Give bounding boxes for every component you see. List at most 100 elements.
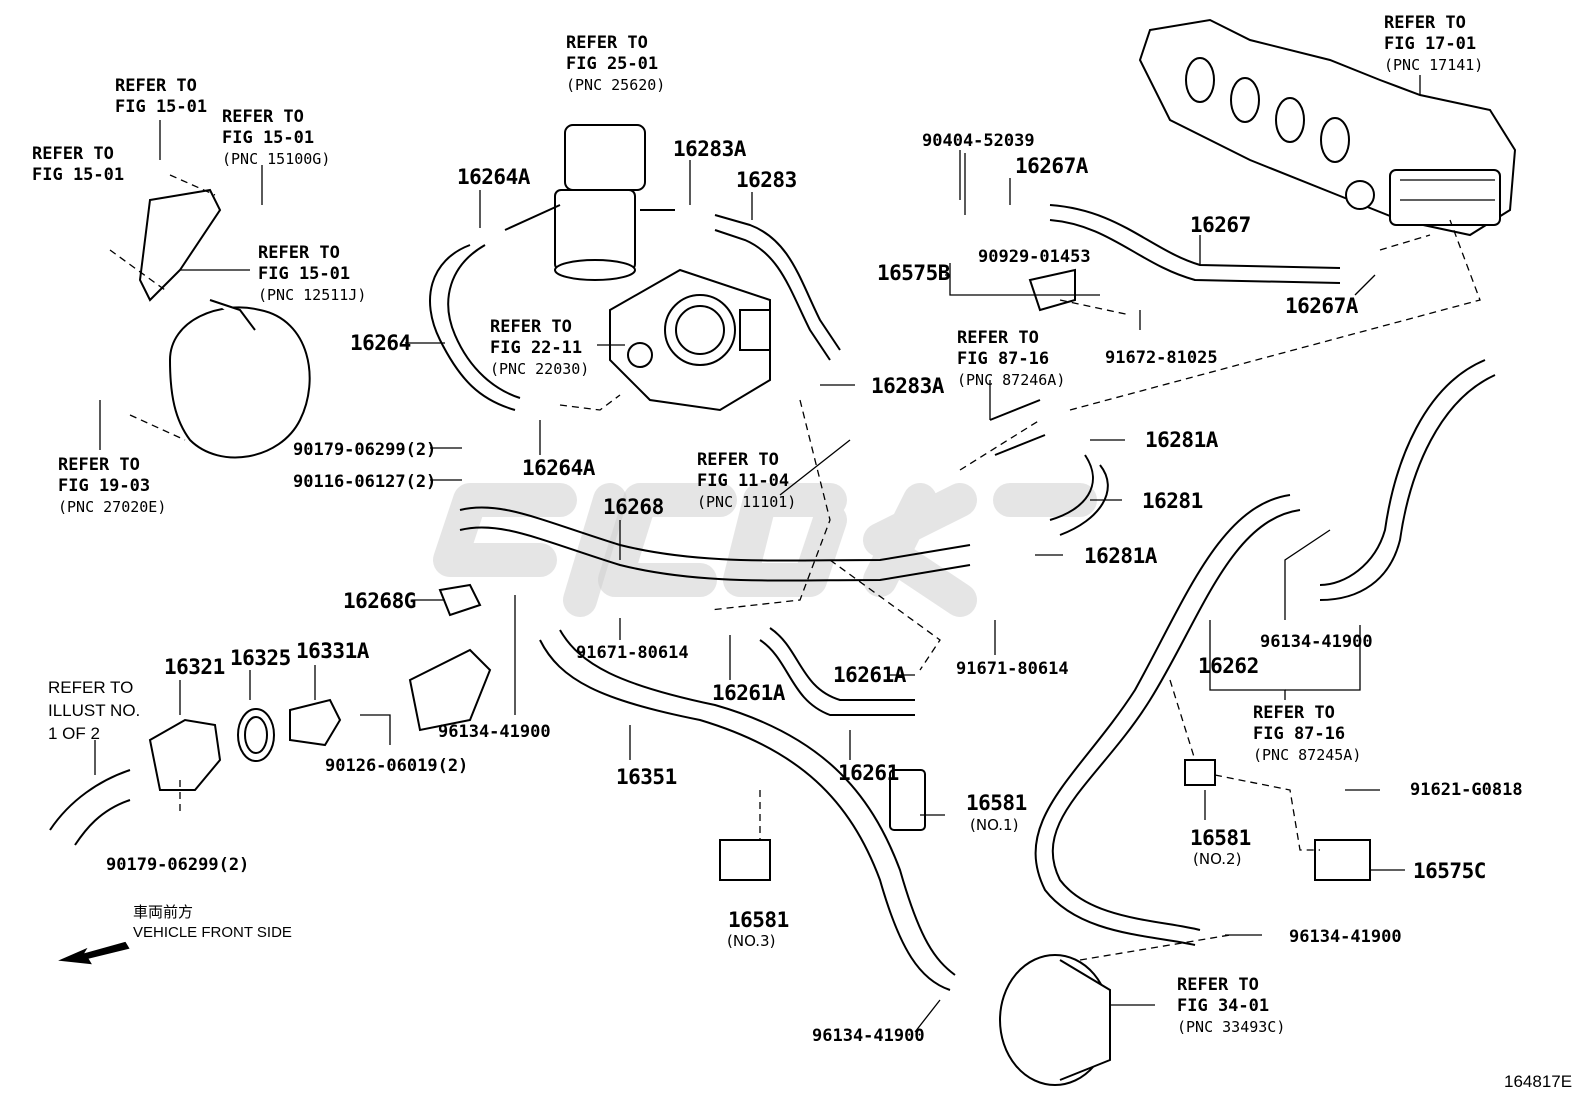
refer-line: REFER TO [697,450,779,470]
part-16262[interactable]: 16262 [1198,654,1259,678]
refer-fig: FIG 17-01 [1384,34,1477,54]
part-16268G[interactable]: 16268G [343,589,416,613]
part-96134-41900-c[interactable]: 96134-41900 [1289,927,1402,947]
part-16351[interactable]: 16351 [616,765,677,789]
part-16581-no2[interactable]: 16581 [1190,826,1251,850]
part-91621-G0818[interactable]: 91621-G0818 [1410,780,1523,800]
part-16331A[interactable]: 16331A [296,639,369,663]
iac-valve [504,124,675,281]
refer-fig: FIG 15-01 [115,97,208,117]
refer-pnc: (PNC 11101) [697,493,797,511]
figure-code: 164817E [1504,1072,1573,1091]
part-90126-06019[interactable]: 90126-06019(2) [325,756,469,776]
exhaust-manifold [1138,18,1517,237]
refer-illust: REFER TO ILLUST NO. 1 OF 2 [48,676,140,745]
part-16261A-a[interactable]: 16261A [712,681,785,705]
refer-line: REFER TO [490,317,572,337]
refer-line: REFER TO [1384,13,1466,33]
part-96134-41900-d[interactable]: 96134-41900 [812,1026,925,1046]
part-16264A-bot[interactable]: 16264A [522,456,595,480]
part-16261A-b[interactable]: 16261A [833,663,906,687]
refer-line: REFER TO [58,455,140,475]
part-16575B[interactable]: 16575B [877,261,950,285]
refer-fig: FIG 15-01 [222,128,315,148]
refer-pnc: (PNC 17141) [1384,56,1484,74]
refer-fig: FIG 15-01 [32,165,125,185]
refer-line: REFER TO [115,76,197,96]
refer-pnc: (PNC 12511J) [258,286,367,304]
part-96134-41900-b[interactable]: 96134-41900 [1260,632,1373,652]
part-16264A[interactable]: 16264A [457,165,530,189]
refer-fig: FIG 11-04 [697,471,790,491]
refer-fig: FIG 19-03 [58,476,151,496]
part-16267A-right[interactable]: 16267A [1285,294,1358,318]
part-91672-81025[interactable]: 91672-81025 [1105,348,1218,368]
part-90179-06299-b[interactable]: 90179-06299(2) [106,855,250,875]
refer-line: REFER TO [1253,703,1335,723]
clamps [719,268,1371,881]
refer-pnc: (PNC 87246A) [957,371,1066,389]
refer-pnc: (PNC 27020E) [58,498,167,516]
part-16321[interactable]: 16321 [164,655,225,679]
part-16581-no3[interactable]: 16581 [728,908,789,932]
part-90929-01453[interactable]: 90929-01453 [978,247,1091,267]
part-16575C[interactable]: 16575C [1413,859,1486,883]
part-16581-no1-sub: (NO.1) [970,816,1019,834]
refer-fig: FIG 87-16 [1253,724,1346,744]
part-91671-80614-a[interactable]: 91671-80614 [576,643,689,663]
refer-line: REFER TO [222,107,304,127]
part-16283A[interactable]: 16283A [673,137,746,161]
hoses [49,204,1496,991]
throttle-body [609,268,771,412]
refer-pnc: (PNC 33493C) [1177,1018,1286,1036]
part-16581-no2-sub: (NO.2) [1193,850,1242,868]
part-16261[interactable]: 16261 [838,761,899,785]
alternator [138,188,311,459]
refer-fig: FIG 87-16 [957,349,1050,369]
refer-fig: FIG 34-01 [1177,996,1270,1016]
part-16283[interactable]: 16283 [736,168,797,192]
part-96134-41900-a[interactable]: 96134-41900 [438,722,551,742]
part-16267[interactable]: 16267 [1190,213,1251,237]
part-90404-52039[interactable]: 90404-52039 [922,131,1035,151]
leader-lines [94,75,1481,1033]
refer-illust-line: ILLUST NO. [48,701,141,720]
refer-line: REFER TO [1177,975,1259,995]
part-90179-06299-a[interactable]: 90179-06299(2) [293,440,437,460]
refer-pnc: (PNC 87245A) [1253,746,1362,764]
refer-pnc: (PNC 22030) [490,360,590,378]
refer-line: REFER TO [957,328,1039,348]
vehicle-front-en: VEHICLE FRONT SIDE [133,924,292,941]
refer-fig: FIG 25-01 [566,54,659,74]
part-90116-06127[interactable]: 90116-06127(2) [293,472,437,492]
part-16281A[interactable]: 16281A [1145,428,1218,452]
thermostat-parts [148,583,492,791]
part-16264[interactable]: 16264 [350,331,411,355]
refer-illust-line: 1 OF 2 [48,724,100,743]
refer-pnc: (PNC 25620) [566,76,666,94]
refer-line: REFER TO [258,243,340,263]
part-16283A-mid[interactable]: 16283A [871,374,944,398]
part-16325[interactable]: 16325 [230,646,291,670]
part-16267A[interactable]: 16267A [1015,154,1088,178]
refer-line: REFER TO [32,144,114,164]
part-16268[interactable]: 16268 [603,495,664,519]
vehicle-front-arrow [58,941,130,965]
refer-illust-line: REFER TO [48,678,134,697]
part-16581-no1[interactable]: 16581 [966,791,1027,815]
part-16281A-bot[interactable]: 16281A [1084,544,1157,568]
part-91671-80614-b[interactable]: 91671-80614 [956,659,1069,679]
part-16281[interactable]: 16281 [1142,489,1203,513]
